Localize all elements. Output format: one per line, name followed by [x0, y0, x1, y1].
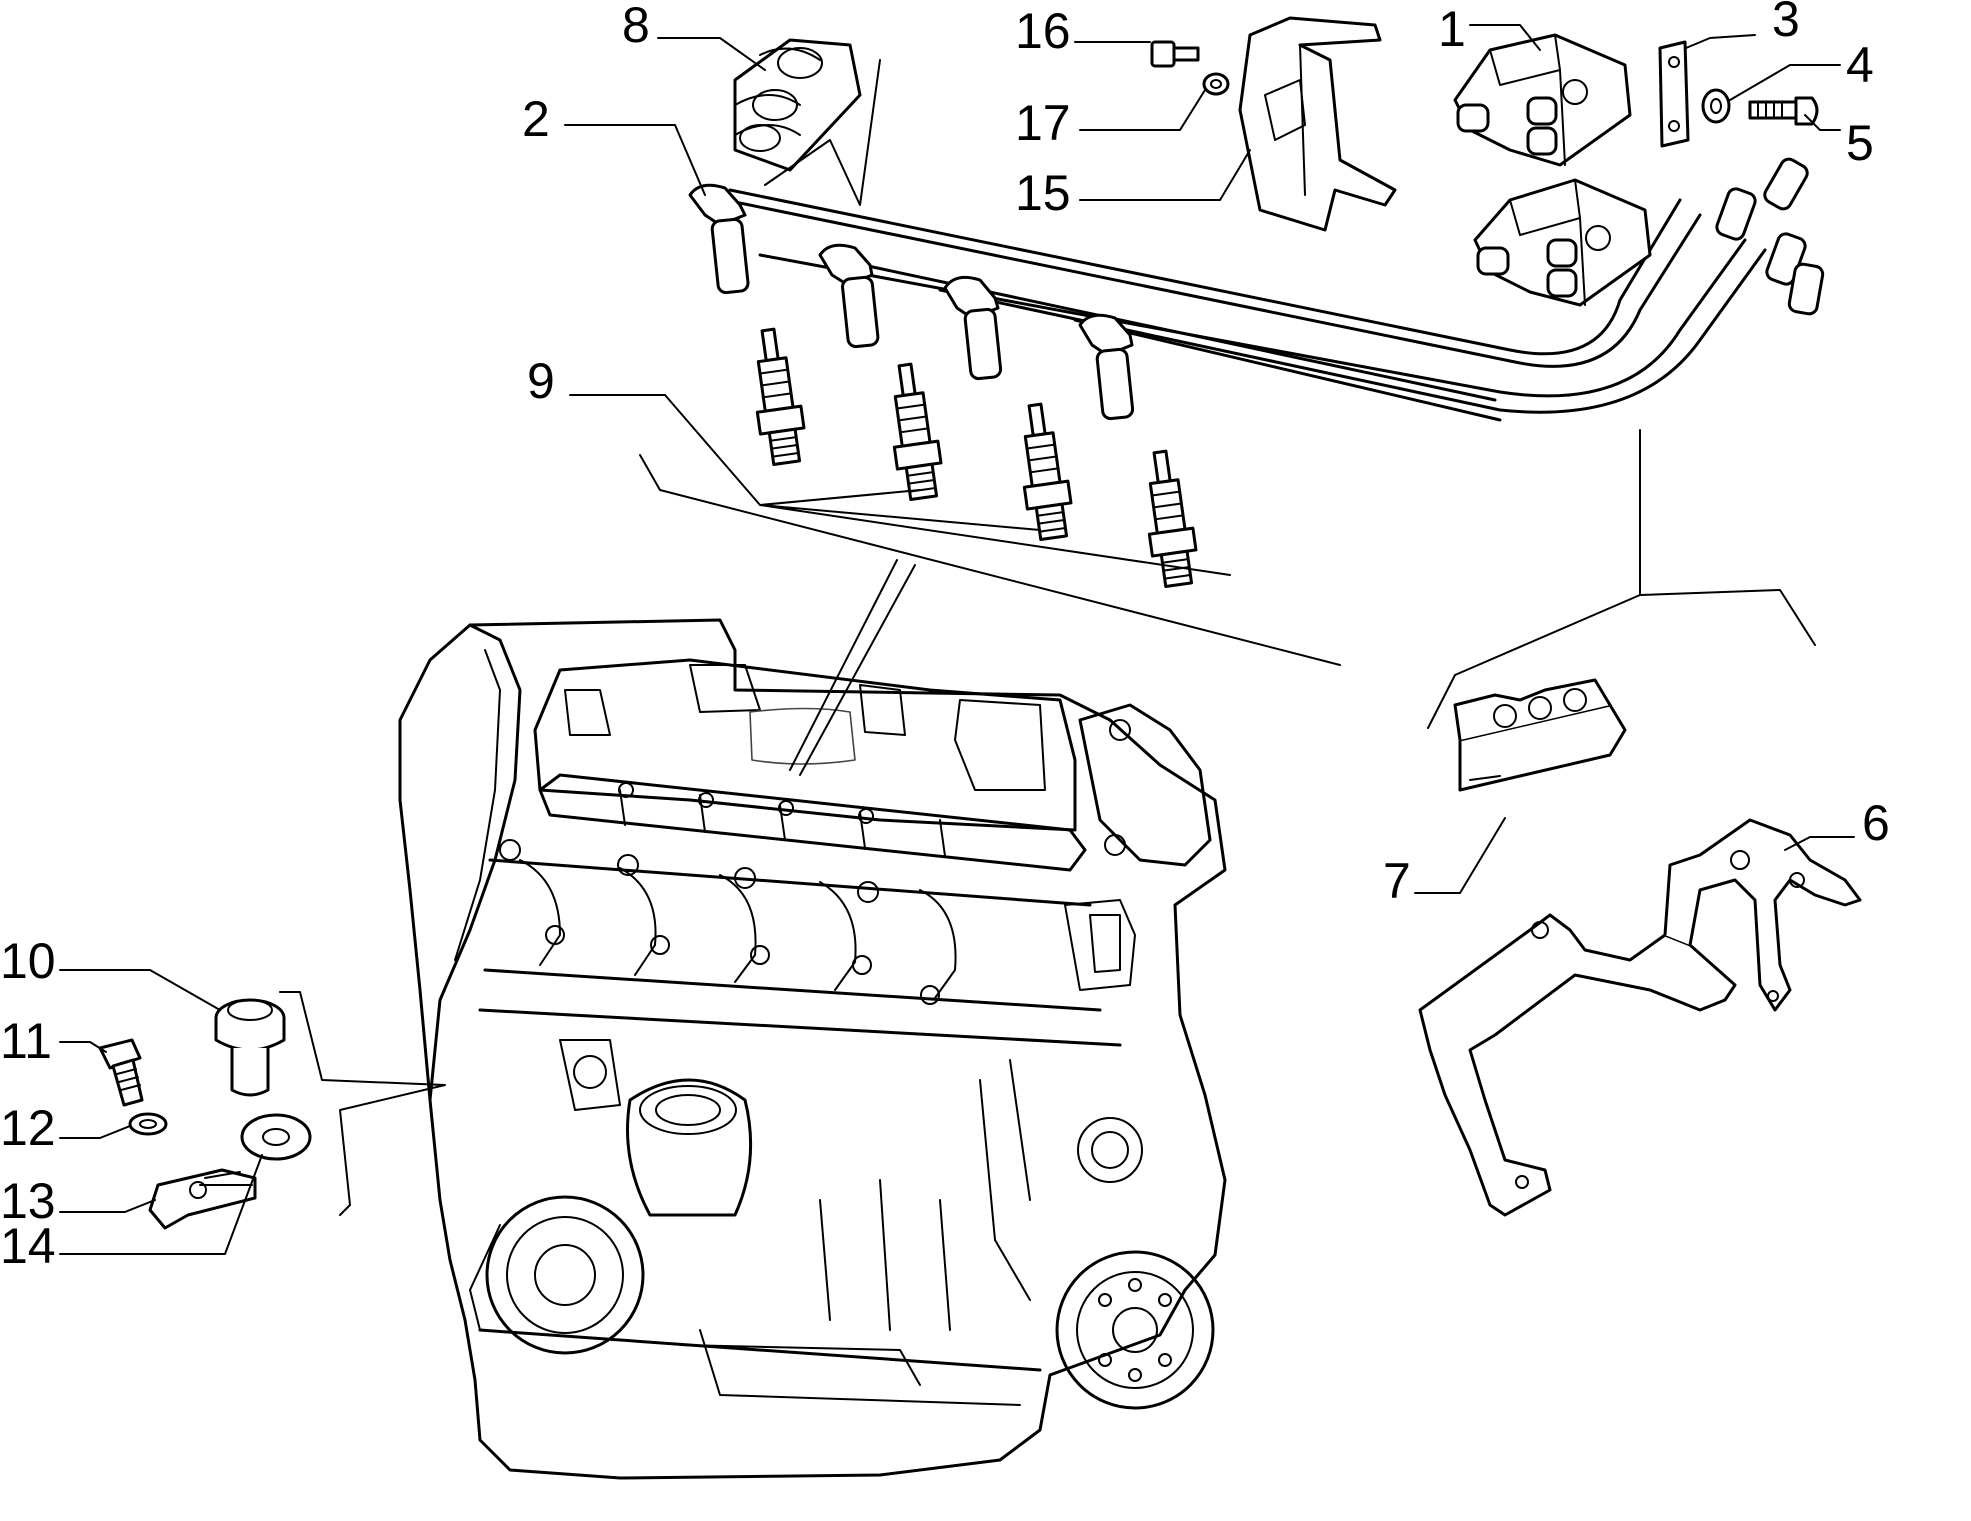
callout-1: 1 — [1438, 1, 1466, 57]
callout-7: 7 — [1383, 853, 1411, 909]
leader-lines — [59, 24, 1855, 1255]
plug-boot — [1078, 313, 1135, 421]
callout-5: 5 — [1846, 115, 1874, 171]
coil-cover — [1238, 16, 1397, 232]
coil-washer — [1701, 88, 1731, 124]
callout-2: 2 — [522, 91, 550, 147]
callout-6: 6 — [1862, 795, 1890, 851]
coil-boot — [1715, 157, 1825, 316]
plug-boot — [818, 243, 880, 349]
callout-8: 8 — [622, 0, 650, 53]
callout-14: 14 — [0, 1218, 56, 1274]
ignition-leads — [688, 157, 1825, 422]
cover-screw — [1150, 40, 1200, 68]
callout-11: 11 — [0, 1013, 52, 1069]
callout-13: 13 — [0, 1173, 56, 1229]
callout-bracket-7 — [1427, 429, 1816, 729]
callout-4: 4 — [1846, 37, 1874, 93]
callout-16: 16 — [1015, 3, 1071, 59]
plug-boot — [688, 183, 750, 295]
callout-15: 15 — [1015, 165, 1071, 221]
ignition-coil — [1473, 178, 1652, 307]
support-bracket — [1418, 818, 1862, 1217]
callout-12: 12 — [0, 1100, 56, 1156]
cover-washer — [1202, 72, 1230, 96]
engine-block — [398, 618, 1227, 1480]
lead-retainer — [1453, 678, 1627, 792]
ignition-coil — [1453, 33, 1632, 167]
bolt — [98, 1038, 144, 1107]
coil-mount-plate — [1658, 40, 1690, 148]
callout-9: 9 — [527, 353, 555, 409]
callout-bracket-8 — [764, 59, 881, 206]
spark-plug — [755, 327, 806, 467]
callout-17: 17 — [1015, 95, 1071, 151]
callout-10: 10 — [0, 933, 56, 989]
bleed-screw — [214, 998, 286, 1097]
callout-3: 3 — [1772, 0, 1800, 47]
spark-plug — [1022, 402, 1073, 542]
spark-plug — [1147, 449, 1198, 589]
callout-labels: 1 2 3 4 5 6 7 8 9 10 11 12 13 14 15 16 1… — [0, 0, 1890, 1274]
spark-plugs — [755, 327, 1198, 589]
spring-washer — [128, 1112, 168, 1136]
spark-plug — [892, 362, 943, 502]
callout-bracket-10-14 — [279, 991, 446, 1216]
lead-holder-clip — [733, 38, 862, 172]
plug-boot — [943, 275, 1003, 381]
clamp-plate — [148, 1168, 257, 1230]
flat-washer — [240, 1113, 312, 1161]
coil-bolt — [1748, 96, 1819, 126]
